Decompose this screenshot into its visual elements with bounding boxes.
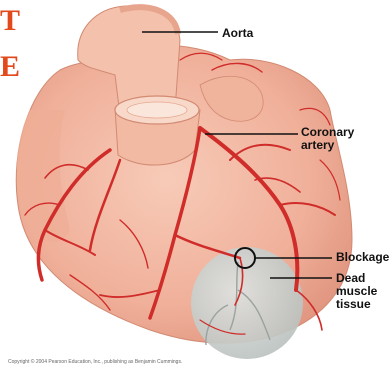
label-dead-line3: tissue [336, 298, 377, 311]
label-coronary-line2: artery [301, 139, 354, 152]
label-coronary-artery: Coronary artery [301, 126, 354, 152]
label-aorta: Aorta [222, 27, 253, 40]
label-blockage: Blockage [336, 251, 389, 264]
dead-tissue-region [191, 247, 303, 359]
copyright-notice: Copyright © 2004 Pearson Education, Inc.… [8, 359, 182, 365]
pulmonary-lumen [127, 102, 187, 118]
label-dead-muscle-tissue: Dead muscle tissue [336, 272, 377, 311]
